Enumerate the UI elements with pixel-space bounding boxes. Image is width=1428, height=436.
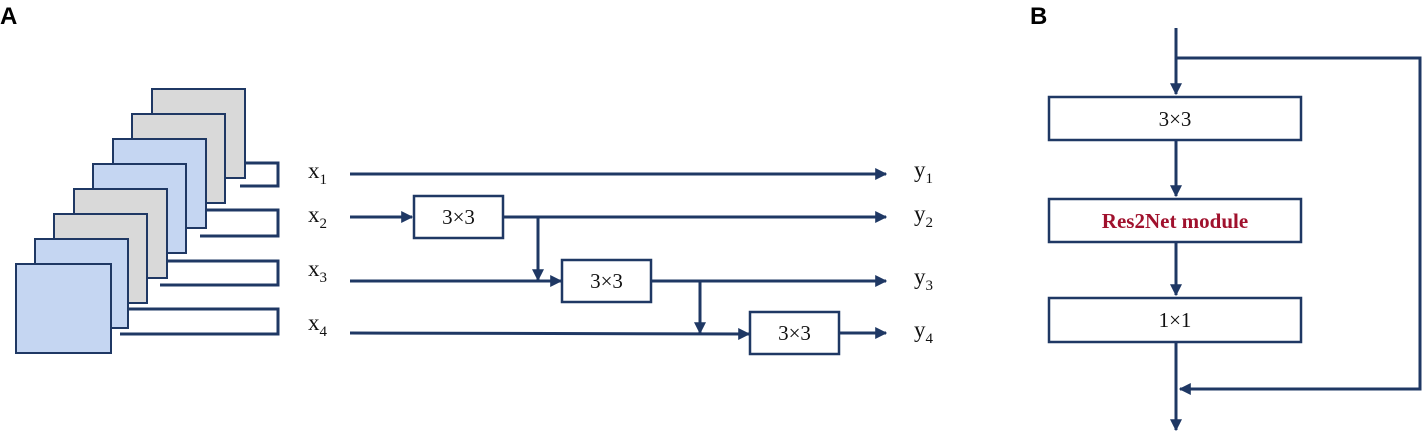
input-label-x3: x3: [308, 256, 327, 286]
svg-text:Res2Net module: Res2Net module: [1102, 209, 1248, 233]
conv-3x3-box: 3×3: [1047, 95, 1303, 142]
output-label-y2: y2: [914, 201, 933, 231]
skip-connection-arrow: [1176, 56, 1422, 395]
conv-box-3: 3×3: [748, 310, 841, 356]
svg-text:3×3: 3×3: [778, 321, 811, 345]
split-connectors: [120, 161, 280, 336]
panel-b-label: B: [1030, 3, 1047, 30]
input-label-x2: x2: [308, 202, 327, 232]
output-label-y3: y3: [914, 264, 933, 294]
svg-text:3×3: 3×3: [1159, 107, 1192, 131]
panel-b-flow: [1170, 28, 1422, 432]
svg-text:3×3: 3×3: [442, 205, 475, 229]
output-label-y1: y1: [914, 157, 933, 187]
output-label-y4: y4: [914, 317, 934, 347]
input-label-x1: x1: [308, 158, 327, 188]
x4-to-conv3-arrow: [349, 327, 751, 340]
svg-text:1×1: 1×1: [1159, 308, 1192, 332]
conv-1x1-box: 1×1: [1047, 296, 1303, 344]
conv-box-2: 3×3: [560, 258, 653, 304]
res2net-module-box: Res2Net module: [1047, 197, 1303, 244]
flow-lines: [349, 168, 888, 340]
panel-a-label: A: [0, 3, 17, 30]
input-label-x4: x4: [308, 310, 328, 340]
conv-box-1: 3×3: [412, 194, 505, 240]
feature-map: [15, 263, 112, 354]
svg-text:3×3: 3×3: [590, 269, 623, 293]
feature-map-stack: [15, 88, 246, 354]
